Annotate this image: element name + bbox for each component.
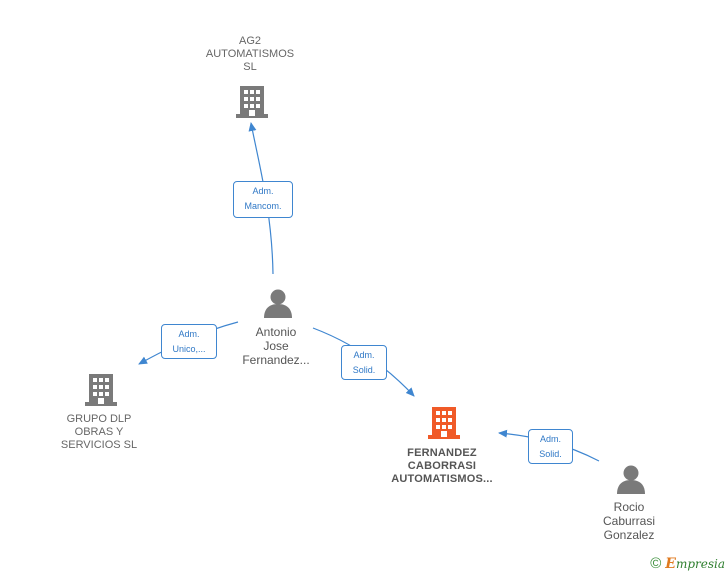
company-label-line: SERVICIOS SL: [60, 439, 138, 451]
person-icon: [264, 289, 292, 318]
edge-label-line: Adm.: [353, 350, 375, 360]
company-label-line: GRUPO DLP: [66, 413, 132, 425]
company-label-grupo[interactable]: GRUPO DLP OBRAS Y SERVICIOS SL: [34, 413, 164, 452]
copyright-icon: ©: [650, 555, 662, 572]
edge-label-adm-unico[interactable]: Adm. Unico,...: [161, 324, 217, 359]
company-label-line: OBRAS Y: [74, 426, 124, 438]
person-label-line: Jose: [263, 339, 289, 353]
edge-label-line: Mancom.: [244, 201, 282, 211]
person-label-line: Gonzalez: [603, 528, 655, 542]
company-label-line: AG2: [238, 35, 261, 47]
edge-label-line: Solid.: [352, 365, 376, 375]
company-label-line: SL: [243, 61, 257, 73]
building-icon: [85, 374, 117, 406]
brand-watermark: © Empresia: [650, 555, 725, 572]
edge-label-adm-solid-antonio[interactable]: Adm. Solid.: [341, 345, 387, 380]
brand-logo: Empresia: [665, 555, 725, 572]
edge-label-line: Unico,...: [172, 344, 206, 354]
person-label-line: Caburrasi: [602, 514, 656, 528]
edge-label-line: Solid.: [539, 449, 562, 459]
company-label-line: CABORRASI: [407, 460, 477, 472]
person-label-line: Rocio: [613, 500, 645, 514]
company-label-line: AUTOMATISMOS: [205, 48, 295, 60]
person-label-rocio[interactable]: Rocio Caburrasi Gonzalez: [564, 500, 694, 542]
edge-label-adm-mancom[interactable]: Adm. Mancom.: [233, 181, 293, 218]
company-label-line: AUTOMATISMOS...: [391, 473, 493, 485]
edge-label-line: Adm.: [252, 186, 274, 196]
building-icon-main: [428, 407, 460, 439]
company-label-line: FERNANDEZ: [407, 447, 477, 459]
person-label-antonio[interactable]: Antonio Jose Fernandez...: [211, 325, 341, 367]
edge-label-adm-solid-rocio[interactable]: Adm. Solid.: [528, 429, 573, 464]
edge-label-line: Adm.: [178, 329, 200, 339]
person-icon: [617, 465, 645, 494]
person-label-line: Fernandez...: [242, 353, 310, 367]
person-label-line: Antonio: [255, 325, 297, 339]
company-label-ag2[interactable]: AG2 AUTOMATISMOS SL: [185, 35, 315, 74]
company-label-fernandez[interactable]: FERNANDEZ CABORRASI AUTOMATISMOS...: [377, 447, 507, 486]
edge-label-line: Adm.: [539, 434, 561, 444]
building-icon: [236, 86, 268, 118]
